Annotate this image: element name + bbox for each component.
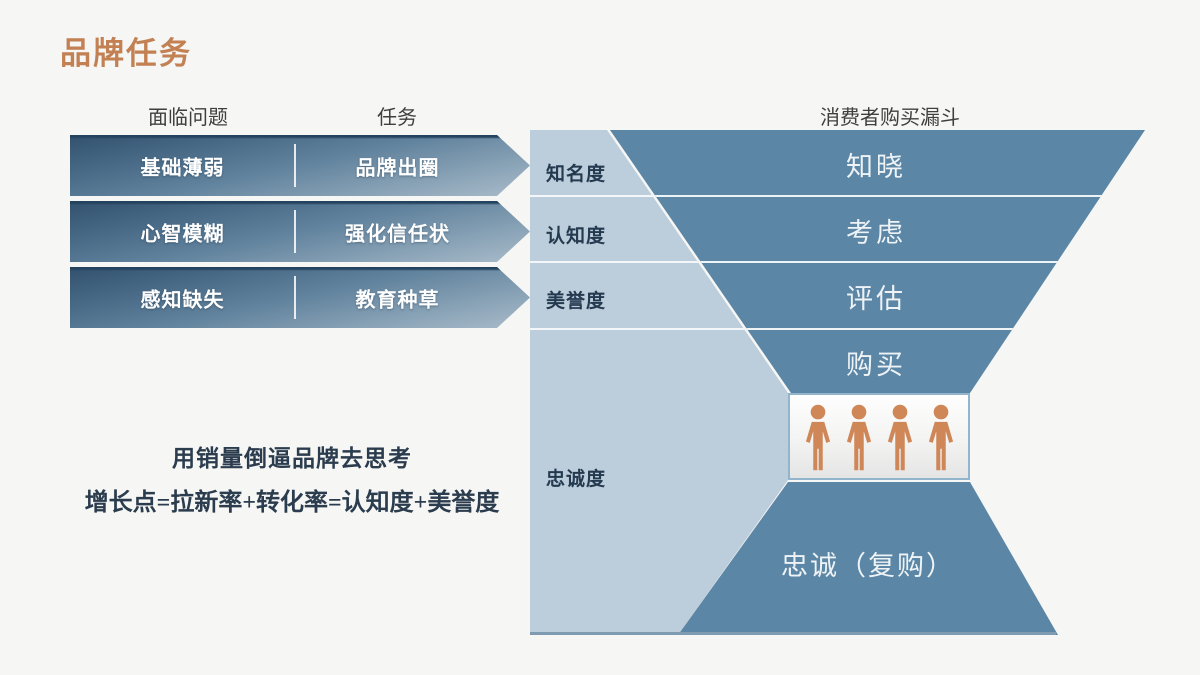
arrow-problem-label: 感知缺失 (140, 289, 225, 311)
people-box (788, 393, 970, 480)
column-header-tasks: 任务 (377, 107, 417, 129)
arrow-problem-label: 基础薄弱 (140, 157, 225, 179)
funnel-separator (530, 261, 788, 263)
funnel-stage-know: 知晓 (846, 152, 906, 182)
page-title: 品牌任务 (60, 36, 192, 71)
funnel-stage-loyalty-repurchase: 忠诚（复购） (781, 551, 955, 581)
arrow-row-3: 感知缺失 教育种草 (70, 267, 530, 328)
arrow-divider (294, 276, 296, 319)
funnel-separator (610, 328, 1145, 330)
arrow-problem-label: 心智模糊 (140, 223, 225, 245)
person-icon (805, 404, 830, 471)
note-line-1: 用销量倒逼品牌去思考 (172, 446, 412, 471)
arrow-task-label: 强化信任状 (345, 223, 450, 245)
column-header-problems: 面临问题 (148, 107, 228, 129)
funnel-separator (610, 195, 1145, 197)
funnel-left-label-loyalty: 忠诚度 (546, 469, 607, 490)
arrow-task-label: 教育种草 (355, 289, 440, 311)
funnel-left-label-cognition: 认知度 (546, 226, 607, 247)
person-icon (846, 404, 871, 471)
arrow-divider (294, 210, 296, 253)
funnel-left-label-reputation: 美誉度 (546, 291, 607, 312)
arrow-row-1: 基础薄弱 品牌出圈 (70, 135, 530, 196)
funnel-stage-consider: 考虑 (846, 218, 906, 248)
funnel-separator (530, 328, 788, 330)
funnel-separator (610, 261, 1145, 263)
arrow-divider (294, 144, 296, 187)
funnel-stage-evaluate: 评估 (846, 284, 906, 314)
funnel-base-line (530, 632, 1056, 635)
funnel-header: 消费者购买漏斗 (820, 107, 960, 129)
arrow-row-2: 心智模糊 强化信任状 (70, 201, 530, 262)
funnel-stage-purchase: 购买 (846, 350, 906, 380)
person-icon (928, 404, 953, 471)
funnel-left-label-awareness: 知名度 (546, 164, 607, 185)
person-icon (887, 404, 912, 471)
note-line-2: 增长点=拉新率+转化率=认知度+美誉度 (84, 490, 500, 516)
arrow-task-label: 品牌出圈 (355, 157, 440, 179)
